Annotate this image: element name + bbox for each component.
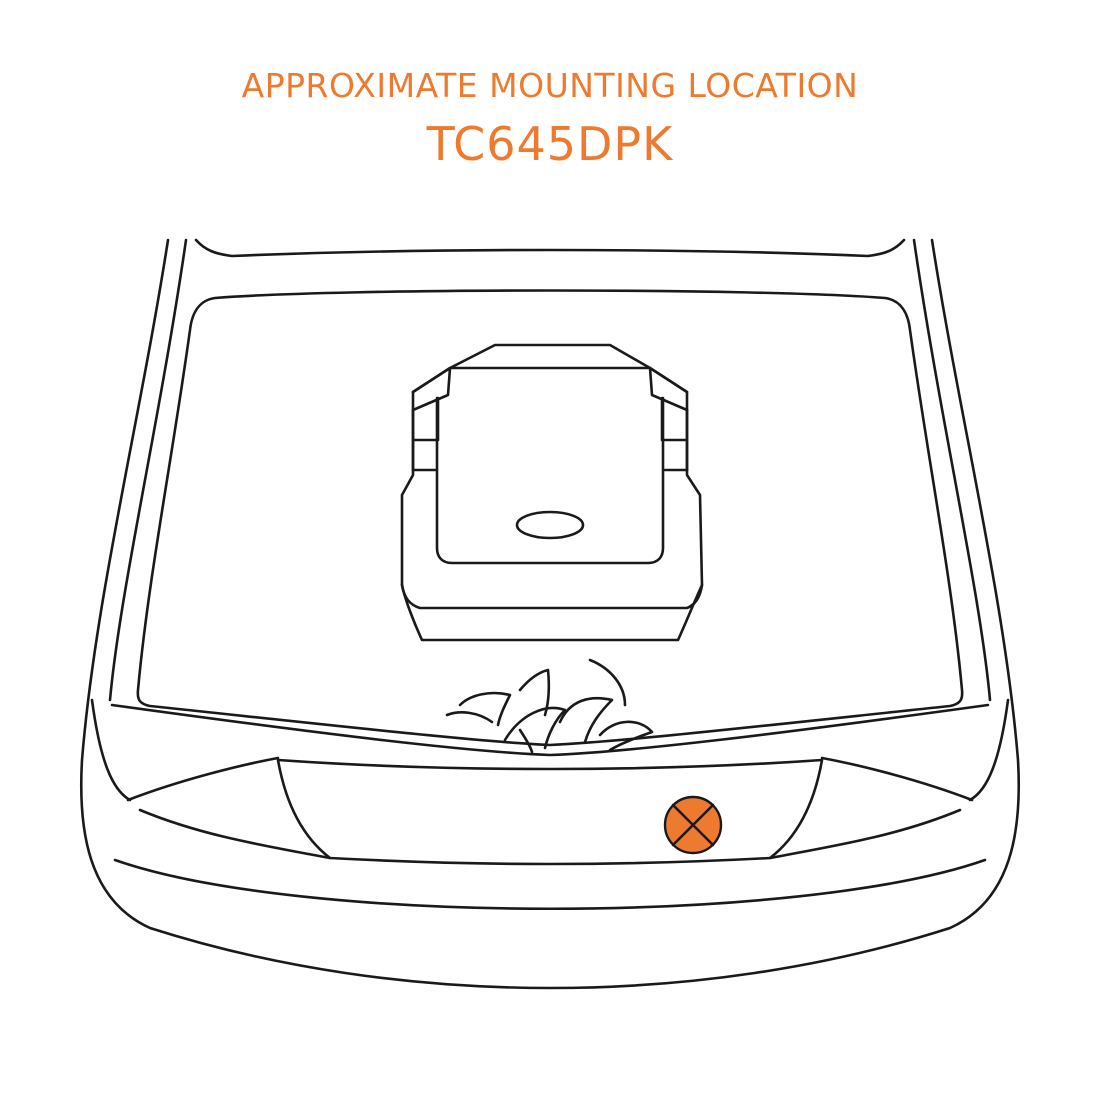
- vehicle-body-outline: [79, 238, 1021, 990]
- model-number: TC645DPK: [426, 117, 674, 171]
- diagram-heading: APPROXIMATE MOUNTING LOCATION: [241, 66, 859, 105]
- oil-filler-cap: [515, 510, 585, 540]
- engine-cover: [400, 343, 704, 642]
- engine-bay-outline: [136, 289, 964, 747]
- front-bumper: [110, 703, 990, 911]
- radiator-fan: [445, 658, 654, 754]
- marker-cross: [671, 803, 715, 847]
- mounting-location-marker: [663, 795, 723, 855]
